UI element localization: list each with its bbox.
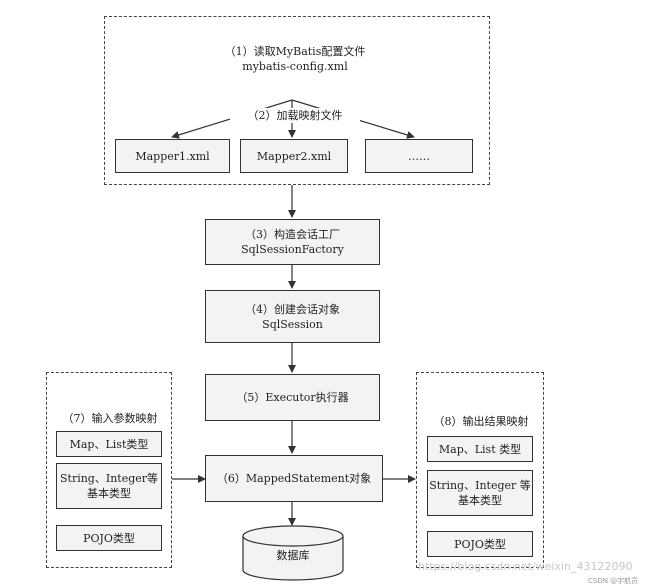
step3-box: （3）构造会话工厂 SqlSessionFactory	[205, 219, 380, 265]
step1-title: （1）读取MyBatis配置文件	[224, 45, 366, 58]
input-string-integer-box: String、Integer等 基本类型	[56, 463, 162, 509]
step4-box: （4）创建会话对象 SqlSession	[205, 290, 380, 343]
mapper1-label: Mapper1.xml	[135, 149, 210, 163]
step4-title: （4）创建会话对象	[245, 302, 340, 316]
input-string-integer-label: String、Integer等	[59, 472, 159, 485]
step3-class: SqlSessionFactory	[241, 243, 344, 256]
input-map-list-label: Map、List类型	[69, 437, 149, 451]
database-label: 数据库	[276, 549, 310, 562]
watermark-url: https://blog.csdn.net/weixin_43122090	[418, 560, 633, 573]
output-pojo-box: POJO类型	[427, 531, 533, 557]
input-basic-type-label: 基本类型	[87, 487, 131, 500]
output-map-list-box: Map、List 类型	[427, 436, 533, 462]
watermark-brand: CSDN @宇航员	[588, 577, 639, 585]
input-map-list-box: Map、List类型	[56, 431, 162, 457]
input-pojo-label: POJO类型	[83, 531, 135, 545]
step8-title: （8）输出结果映射	[433, 415, 529, 428]
mapper1-box: Mapper1.xml	[115, 139, 230, 173]
step5-label: （5）Executor执行器	[236, 391, 349, 404]
config-group	[104, 16, 490, 185]
output-string-integer-box: String、Integer 等 基本类型	[427, 470, 533, 516]
step7-title: （7）输入参数映射	[62, 412, 158, 425]
output-mapping-group	[416, 372, 544, 568]
step1-label: （1）读取MyBatis配置文件 mybatis-config.xml	[190, 44, 400, 74]
step6-label: （6）MappedStatement对象	[216, 472, 372, 485]
database-cylinder	[242, 525, 344, 581]
output-map-list-label: Map、List 类型	[438, 442, 522, 456]
input-pojo-box: POJO类型	[56, 525, 162, 551]
output-basic-type-label: 基本类型	[458, 494, 502, 507]
step1-file: mybatis-config.xml	[242, 60, 348, 73]
step3-title: （3）构造会话工厂	[245, 228, 340, 241]
output-string-integer-label: String、Integer 等	[429, 479, 531, 492]
step4-class: SqlSession	[262, 317, 323, 331]
step6-box: （6）MappedStatement对象	[205, 455, 383, 502]
mapper3-box: ……	[365, 139, 473, 173]
mapper3-label: ……	[408, 149, 430, 163]
step5-box: （5）Executor执行器	[205, 374, 380, 421]
mapper2-box: Mapper2.xml	[240, 139, 348, 173]
input-mapping-group	[46, 372, 172, 568]
output-pojo-label: POJO类型	[454, 537, 506, 551]
mapper2-label: Mapper2.xml	[256, 149, 332, 163]
step2-label: （2）加载映射文件	[230, 108, 360, 123]
